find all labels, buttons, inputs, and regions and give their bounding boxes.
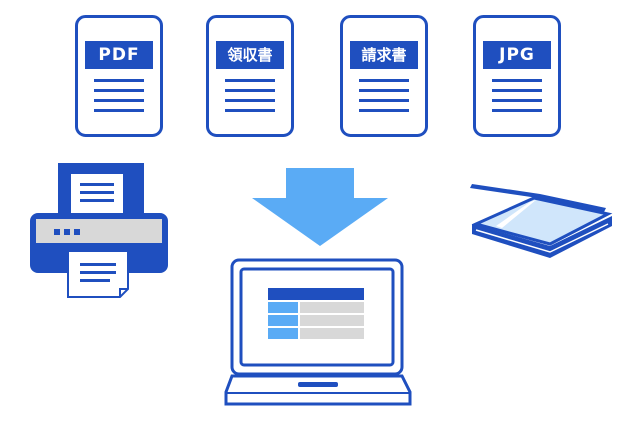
document-label: JPG	[499, 45, 535, 65]
printer-icon	[30, 163, 170, 307]
document-label: 請求書	[361, 46, 407, 64]
flatbed-scanner-icon	[466, 180, 628, 276]
receipt-document-icon: 領収書	[206, 15, 294, 137]
jpg-document-icon: JPG	[473, 15, 561, 137]
invoice-document-icon: 請求書	[340, 15, 428, 137]
arrow-down-icon	[252, 168, 388, 252]
document-label: 領収書	[227, 46, 273, 64]
laptop-icon	[222, 258, 414, 416]
pdf-document-icon: PDF	[75, 15, 163, 137]
document-label: PDF	[98, 45, 140, 65]
